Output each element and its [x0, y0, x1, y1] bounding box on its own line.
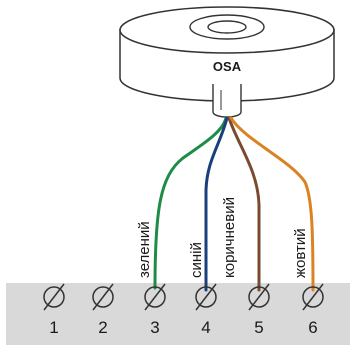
screw-head — [43, 286, 65, 308]
gland-body — [212, 84, 242, 118]
screw-slot — [302, 283, 324, 311]
wires — [153, 116, 315, 292]
terminal-number: 6 — [308, 318, 317, 337]
wire-label-blue: синій — [188, 242, 205, 278]
screw-head — [248, 286, 270, 308]
device-top — [119, 6, 335, 54]
device-ring-outer — [189, 14, 265, 40]
terminal-5: 5 — [248, 283, 270, 337]
terminals: 1 2 3 4 5 6 — [43, 283, 324, 337]
terminal-number: 1 — [49, 318, 58, 337]
terminal-2: 2 — [92, 283, 114, 337]
terminal-1: 1 — [43, 283, 65, 337]
wire-blue — [204, 116, 229, 292]
terminal-number: 3 — [150, 318, 159, 337]
screw-head — [92, 286, 114, 308]
terminal-number: 2 — [98, 318, 107, 337]
wire-label-yellow: жовтий — [292, 228, 309, 278]
wire-brown — [227, 116, 261, 292]
wire-green — [153, 116, 228, 290]
screw-slot — [195, 283, 217, 311]
wire-yellow — [229, 116, 315, 292]
terminal-number: 4 — [201, 318, 210, 337]
wire-label-green: зелений — [136, 221, 153, 278]
terminal-number: 5 — [254, 318, 263, 337]
device-ring-inner — [207, 20, 247, 34]
screw-head — [195, 286, 217, 308]
screw-slot — [248, 283, 270, 311]
cable-gland — [212, 84, 242, 118]
terminal-4: 4 — [195, 283, 217, 337]
screw-slot — [144, 283, 166, 311]
screw-head — [302, 286, 324, 308]
screw-head — [144, 286, 166, 308]
terminal-6: 6 — [302, 283, 324, 337]
wire-label-brown: коричневий — [221, 197, 238, 278]
screw-slot — [43, 283, 65, 311]
terminal-3: 3 — [144, 283, 166, 337]
screw-slot — [92, 283, 114, 311]
device-label: OSA — [213, 59, 242, 74]
